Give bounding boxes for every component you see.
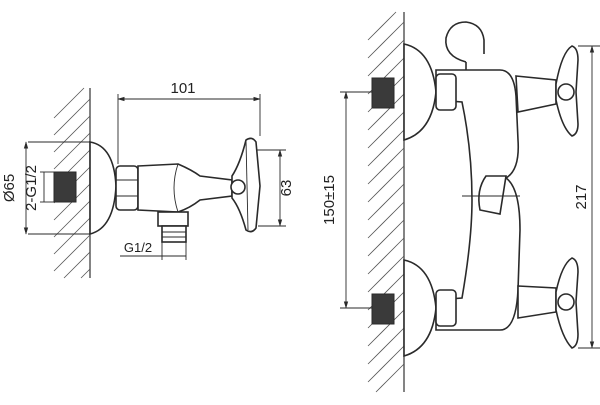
nut-bottom (435, 289, 457, 327)
inlet-thread-bottom (371, 293, 395, 325)
arm-top (515, 75, 557, 113)
dim-inlet-thread-label: 2-G1/2 (23, 165, 40, 211)
flange-top (403, 43, 437, 142)
cap-top (557, 83, 575, 101)
front-view: 150±15 217 (321, 11, 600, 393)
dim-63-label: 63 (278, 180, 295, 197)
shower-hook (445, 21, 485, 63)
wall-hatch-right (367, 11, 405, 393)
handle-cap (230, 179, 246, 195)
side-view: 101 63 Ø65 2-G1/2 G1/2 (1, 80, 295, 279)
handle (231, 137, 261, 233)
wall-flange (89, 141, 117, 236)
inlet-thread-top (371, 77, 395, 109)
inlet-thread-block (53, 171, 77, 203)
nut-top (435, 73, 457, 111)
union-nut (115, 165, 139, 211)
mixer-body (435, 69, 521, 331)
cap-bottom (557, 293, 575, 311)
flange-bottom (403, 259, 437, 358)
dim-101-label: 101 (170, 80, 195, 97)
outlet-stub (157, 211, 189, 227)
arm-bottom (517, 285, 557, 319)
dim-outlet-thread-label: G1/2 (124, 240, 152, 255)
outlet-thread (161, 225, 187, 243)
valve-body (137, 163, 233, 213)
dim-center-distance-label: 150±15 (321, 175, 338, 225)
dim-total-height-label: 217 (573, 184, 590, 209)
diverter (478, 175, 507, 215)
dim-diameter-label: Ø65 (1, 174, 18, 202)
